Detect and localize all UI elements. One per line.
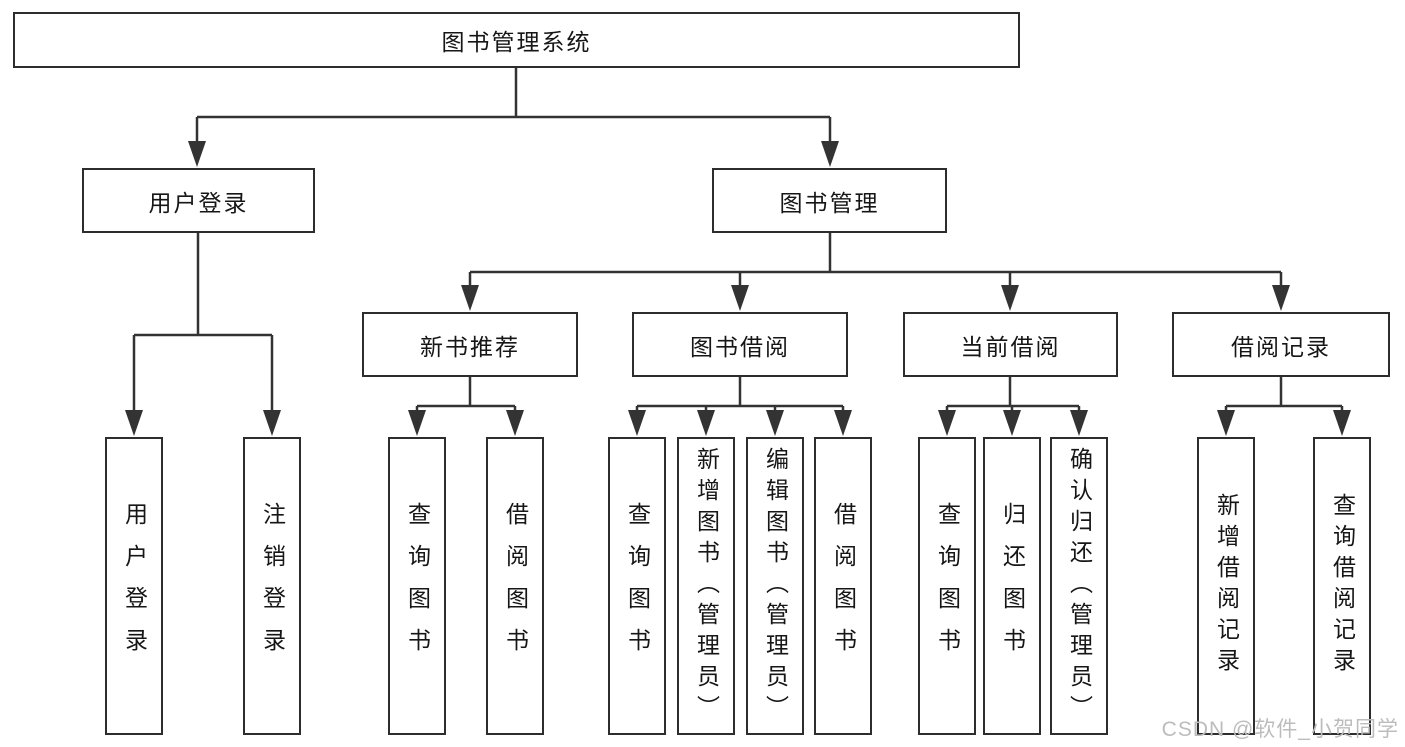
csdn-watermark: CSDN @软件_小贺同学 (1161, 718, 1399, 741)
node-borrowing-records-label: 借阅记录 (1231, 333, 1331, 360)
leaf-current-query-books: 查询图书 (918, 437, 976, 735)
arrow-down-icon (766, 410, 784, 436)
node-root: 图书管理系统 (13, 12, 1020, 68)
leaf-logout-label: 注销登录 (259, 502, 286, 670)
node-root-label: 图书管理系统 (441, 29, 592, 55)
leaf-current-return-books-label: 归还图书 (999, 502, 1026, 670)
arrow-down-icon (506, 410, 524, 436)
leaf-recommend-query-books-label: 查询图书 (404, 502, 431, 670)
arrow-down-icon (821, 141, 839, 167)
leaf-recommend-borrow-books-label: 借阅图书 (502, 502, 529, 670)
leaf-recommend-query-books: 查询图书 (388, 437, 446, 735)
leaf-records-query-record-label: 查询借阅记录 (1329, 493, 1356, 679)
node-current-borrowing: 当前借阅 (903, 312, 1118, 377)
node-borrowing-records: 借阅记录 (1172, 312, 1390, 377)
leaf-current-confirm-return-admin: 确认归还（管理员） (1050, 437, 1108, 735)
leaf-borrowing-add-books-admin: 新增图书（管理员） (677, 437, 735, 735)
leaf-current-return-books: 归还图书 (983, 437, 1041, 735)
arrow-down-icon (731, 285, 749, 311)
arrow-down-icon (1333, 410, 1351, 436)
leaf-borrowing-borrow-books: 借阅图书 (814, 437, 872, 735)
leaf-records-add-record-label: 新增借阅记录 (1213, 493, 1240, 679)
node-book-management: 图书管理 (712, 168, 947, 233)
arrow-down-icon (125, 410, 143, 436)
arrow-down-icon (263, 410, 281, 436)
leaf-current-query-books-label: 查询图书 (934, 502, 961, 670)
arrow-down-icon (408, 410, 426, 436)
node-user-login: 用户登录 (82, 168, 315, 233)
arrow-down-icon (188, 141, 206, 167)
arrow-down-icon (1217, 410, 1235, 436)
arrow-down-icon (834, 410, 852, 436)
node-user-login-label: 用户登录 (148, 189, 249, 216)
leaf-logout: 注销登录 (243, 437, 301, 735)
leaf-records-query-record: 查询借阅记录 (1313, 437, 1371, 735)
leaf-user-login: 用户登录 (105, 437, 163, 735)
leaf-current-confirm-return-admin-label: 确认归还（管理员） (1066, 446, 1093, 726)
arrow-down-icon (1003, 410, 1021, 436)
tree-connector-path (132, 68, 1344, 412)
leaf-borrowing-edit-books-admin-label: 编辑图书（管理员） (762, 446, 789, 726)
arrowheads (125, 141, 1351, 436)
node-new-book-recommendation: 新书推荐 (362, 312, 578, 377)
arrow-down-icon (461, 285, 479, 311)
leaf-recommend-borrow-books: 借阅图书 (486, 437, 544, 735)
node-book-management-label: 图书管理 (779, 189, 880, 216)
arrow-down-icon (1070, 410, 1088, 436)
arrow-down-icon (628, 410, 646, 436)
node-current-borrowing-label: 当前借阅 (960, 333, 1061, 360)
leaf-borrowing-query-books-label: 查询图书 (624, 502, 651, 670)
leaf-records-add-record: 新增借阅记录 (1197, 437, 1255, 735)
arrow-down-icon (938, 410, 956, 436)
leaf-borrowing-query-books: 查询图书 (608, 437, 666, 735)
arrow-down-icon (1001, 285, 1019, 311)
arrow-down-icon (1272, 285, 1290, 311)
leaf-borrowing-add-books-admin-label: 新增图书（管理员） (693, 446, 720, 726)
leaf-user-login-label: 用户登录 (121, 502, 148, 670)
node-new-book-recommendation-label: 新书推荐 (420, 333, 520, 360)
leaf-borrowing-borrow-books-label: 借阅图书 (830, 502, 857, 670)
arrow-down-icon (697, 410, 715, 436)
leaf-borrowing-edit-books-admin: 编辑图书（管理员） (746, 437, 804, 735)
node-book-borrowing: 图书借阅 (632, 312, 848, 377)
node-book-borrowing-label: 图书借阅 (690, 333, 790, 360)
